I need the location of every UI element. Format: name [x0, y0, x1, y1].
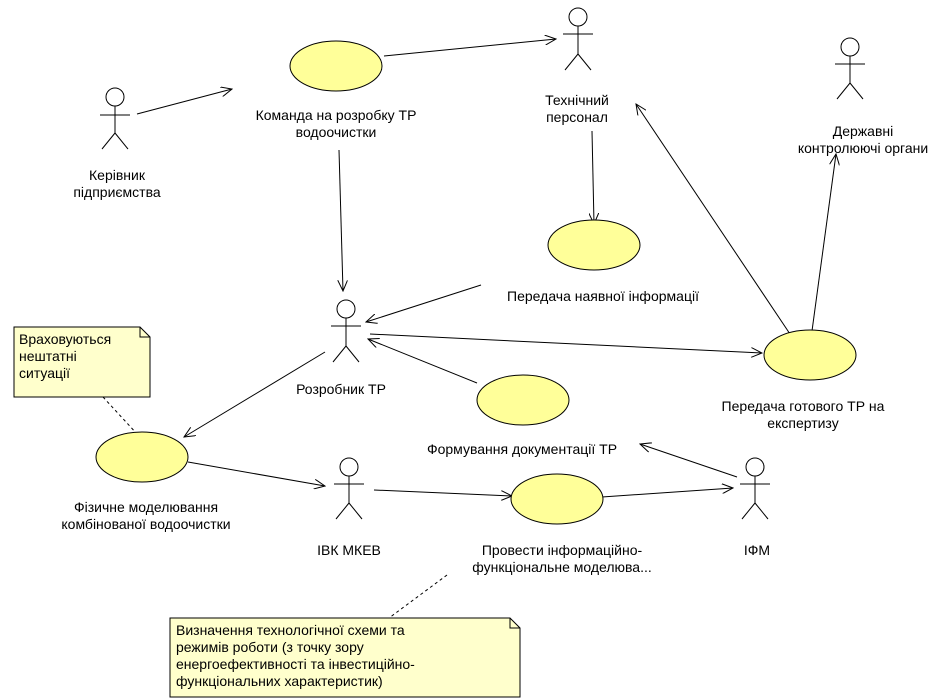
assoc-provesty-ifm: [601, 488, 733, 498]
note-nshtatni-box[interactable]: [13, 326, 151, 398]
note-vyznachennia-box[interactable]: [169, 617, 521, 698]
actor-ivk-icon[interactable]: [334, 457, 364, 520]
usecase-komanda[interactable]: [289, 40, 383, 92]
usecase-provesty[interactable]: [510, 473, 604, 525]
usecase-peredacha-tr[interactable]: [763, 329, 857, 381]
assoc-ivk-provesty: [373, 489, 512, 496]
assoc-rozrobnyk-peredacha-tr: [369, 333, 762, 353]
actor-tekh-personal-icon[interactable]: [563, 7, 593, 71]
assoc-rozrobnyk-fizychne: [184, 351, 326, 437]
actor-rozrobnyk-label: Розробник ТР: [296, 381, 386, 397]
assoc-fizychne-ivk: [187, 461, 325, 486]
usecase-formuvannia-label: Формування документації ТР: [426, 441, 618, 457]
actor-rozrobnyk-icon[interactable]: [331, 299, 361, 363]
assoc-peredacha-tr-tekh: [636, 104, 791, 335]
usecase-provesty-label: Провести інформаційно-функціональне моде…: [472, 542, 652, 575]
usecase-formuvannia[interactable]: [476, 374, 570, 426]
note-link-vyznachennia: [388, 574, 448, 619]
assoc-peredacha-tr-derzh: [811, 154, 836, 332]
assoc-komanda-rozrobnyk: [339, 149, 343, 291]
assoc-ifm-formuvannia: [640, 444, 738, 478]
assoc-kerivnyk-komanda: [136, 89, 232, 115]
usecase-peredacha-info[interactable]: [547, 219, 641, 271]
note-link-nshtatni: [102, 396, 139, 436]
actor-kerivnyk-icon[interactable]: [100, 87, 130, 150]
assoc-peredacha-info-rozrobnyk: [366, 284, 482, 322]
assoc-tekh-peredacha-info: [592, 130, 594, 224]
actor-ifm-icon[interactable]: [740, 457, 770, 520]
usecase-peredacha-info-label: Передача наявної інформації: [507, 288, 699, 304]
actor-derzh-organy-icon[interactable]: [835, 37, 865, 100]
assoc-komanda-tekh: [383, 39, 556, 57]
assoc-formuvannia-rozrobnyk: [368, 339, 478, 384]
actor-ifm-label: ІФМ: [743, 542, 771, 558]
actor-ivk-label: ІВК МКЕВ: [317, 542, 381, 558]
usecase-fizychne[interactable]: [95, 431, 189, 483]
